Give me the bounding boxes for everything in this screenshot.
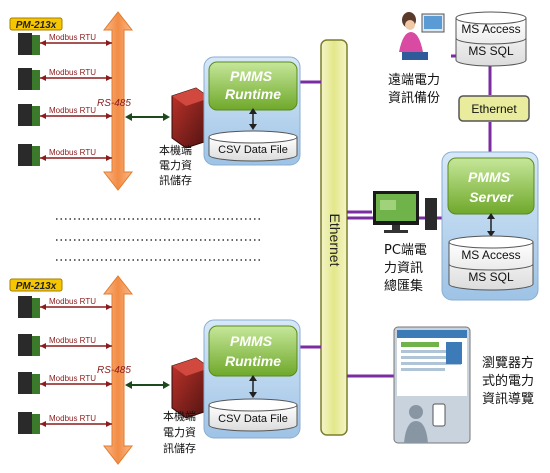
power-meter-3: Modbus RTU (18, 104, 112, 126)
pc-workstation-icon (373, 191, 437, 233)
server-ms-sql: MS SQL (468, 270, 514, 284)
device-tag-top: PM-213x (16, 20, 57, 31)
rs485-link-arrow-top (125, 113, 170, 121)
power-meter-5: Modbus RTU (18, 296, 112, 318)
rs485-label-bottom: RS-485 (97, 365, 131, 376)
csv-label-top: CSV Data File (218, 144, 288, 156)
dotted-separators (56, 218, 262, 261)
modbus-label-5: Modbus RTU (49, 297, 96, 306)
ethernet-backbone: Ethernet (320, 39, 348, 436)
ethernet-box-label: Ethernet (471, 102, 517, 116)
modbus-label-3: Modbus RTU (49, 106, 96, 115)
csv-data-file-top: CSV Data File (208, 130, 298, 162)
modbus-label-1: Modbus RTU (49, 33, 96, 42)
rs485-bus-bottom (102, 275, 134, 465)
power-meter-8: Modbus RTU (18, 412, 112, 434)
device-tag-bottom: PM-213x (16, 281, 57, 292)
server-title: PMMS Server (468, 169, 514, 205)
local-storage-line3: 訊儲存 (159, 173, 192, 187)
server-ms-access: MS Access (461, 248, 520, 262)
power-meter-7: Modbus RTU (18, 372, 112, 394)
power-meter-4: Modbus RTU (18, 144, 112, 166)
browser-nav-label: 瀏覽器方 式的電力 資訊導覽 (482, 355, 538, 407)
ethernet-box-remote: Ethernet (458, 95, 530, 122)
rs485-link-arrow-bottom (125, 381, 170, 389)
modbus-label-8: Modbus RTU (49, 414, 96, 423)
rs485-label-top: RS-485 (97, 98, 131, 109)
remote-user-icon (399, 12, 445, 60)
local-storage-line1: 本機端 (159, 143, 192, 157)
remote-ms-access: MS Access (461, 22, 520, 36)
csv-data-file-bottom: CSV Data File (208, 398, 298, 432)
rs485-bus-top (102, 11, 134, 191)
local-storage-label-top: 本機端 電力資 訊儲存 (159, 143, 196, 187)
remote-backup-label: 遠端電力 資訊備份 (388, 73, 444, 106)
pc-summary-label: PC端電 力資訊 總匯集 (384, 243, 431, 294)
ethernet-backbone-label: Ethernet (327, 214, 343, 267)
power-meter-6: Modbus RTU (18, 334, 112, 356)
modbus-label-4: Modbus RTU (49, 148, 96, 157)
remote-database: MS Access MS SQL (455, 11, 527, 67)
modbus-label-6: Modbus RTU (49, 336, 96, 345)
modbus-label-2: Modbus RTU (49, 68, 96, 77)
runtime-title-bottom: PMMS Runtime (225, 333, 281, 369)
runtime-title-top: PMMS Runtime (225, 68, 281, 102)
local-storage-line2: 電力資 (159, 159, 192, 172)
runtime-panel-top: PMMS Runtime CSV Data File (203, 56, 301, 166)
power-meter-group-top: PM-213x Modbus RTU Modbus RTU Modbus RTU… (9, 17, 112, 166)
power-meter-group-bottom: PM-213x Modbus RTU Modbus RTU Modbus RTU… (9, 278, 112, 434)
local-storage-label-bottom: 本機端 電力資 訊儲存 (163, 409, 200, 455)
server-panel: PMMS Server MS Access MS SQL (441, 151, 539, 301)
modbus-label-7: Modbus RTU (49, 374, 96, 383)
server-database: MS Access MS SQL (448, 235, 534, 291)
power-meter-1: Modbus RTU (18, 33, 112, 55)
csv-label-bottom: CSV Data File (218, 413, 288, 425)
browser-window-icon (393, 326, 471, 444)
runtime-panel-bottom: PMMS Runtime CSV Data File (203, 319, 301, 439)
remote-ms-sql: MS SQL (468, 44, 514, 58)
power-meter-2: Modbus RTU (18, 68, 112, 90)
